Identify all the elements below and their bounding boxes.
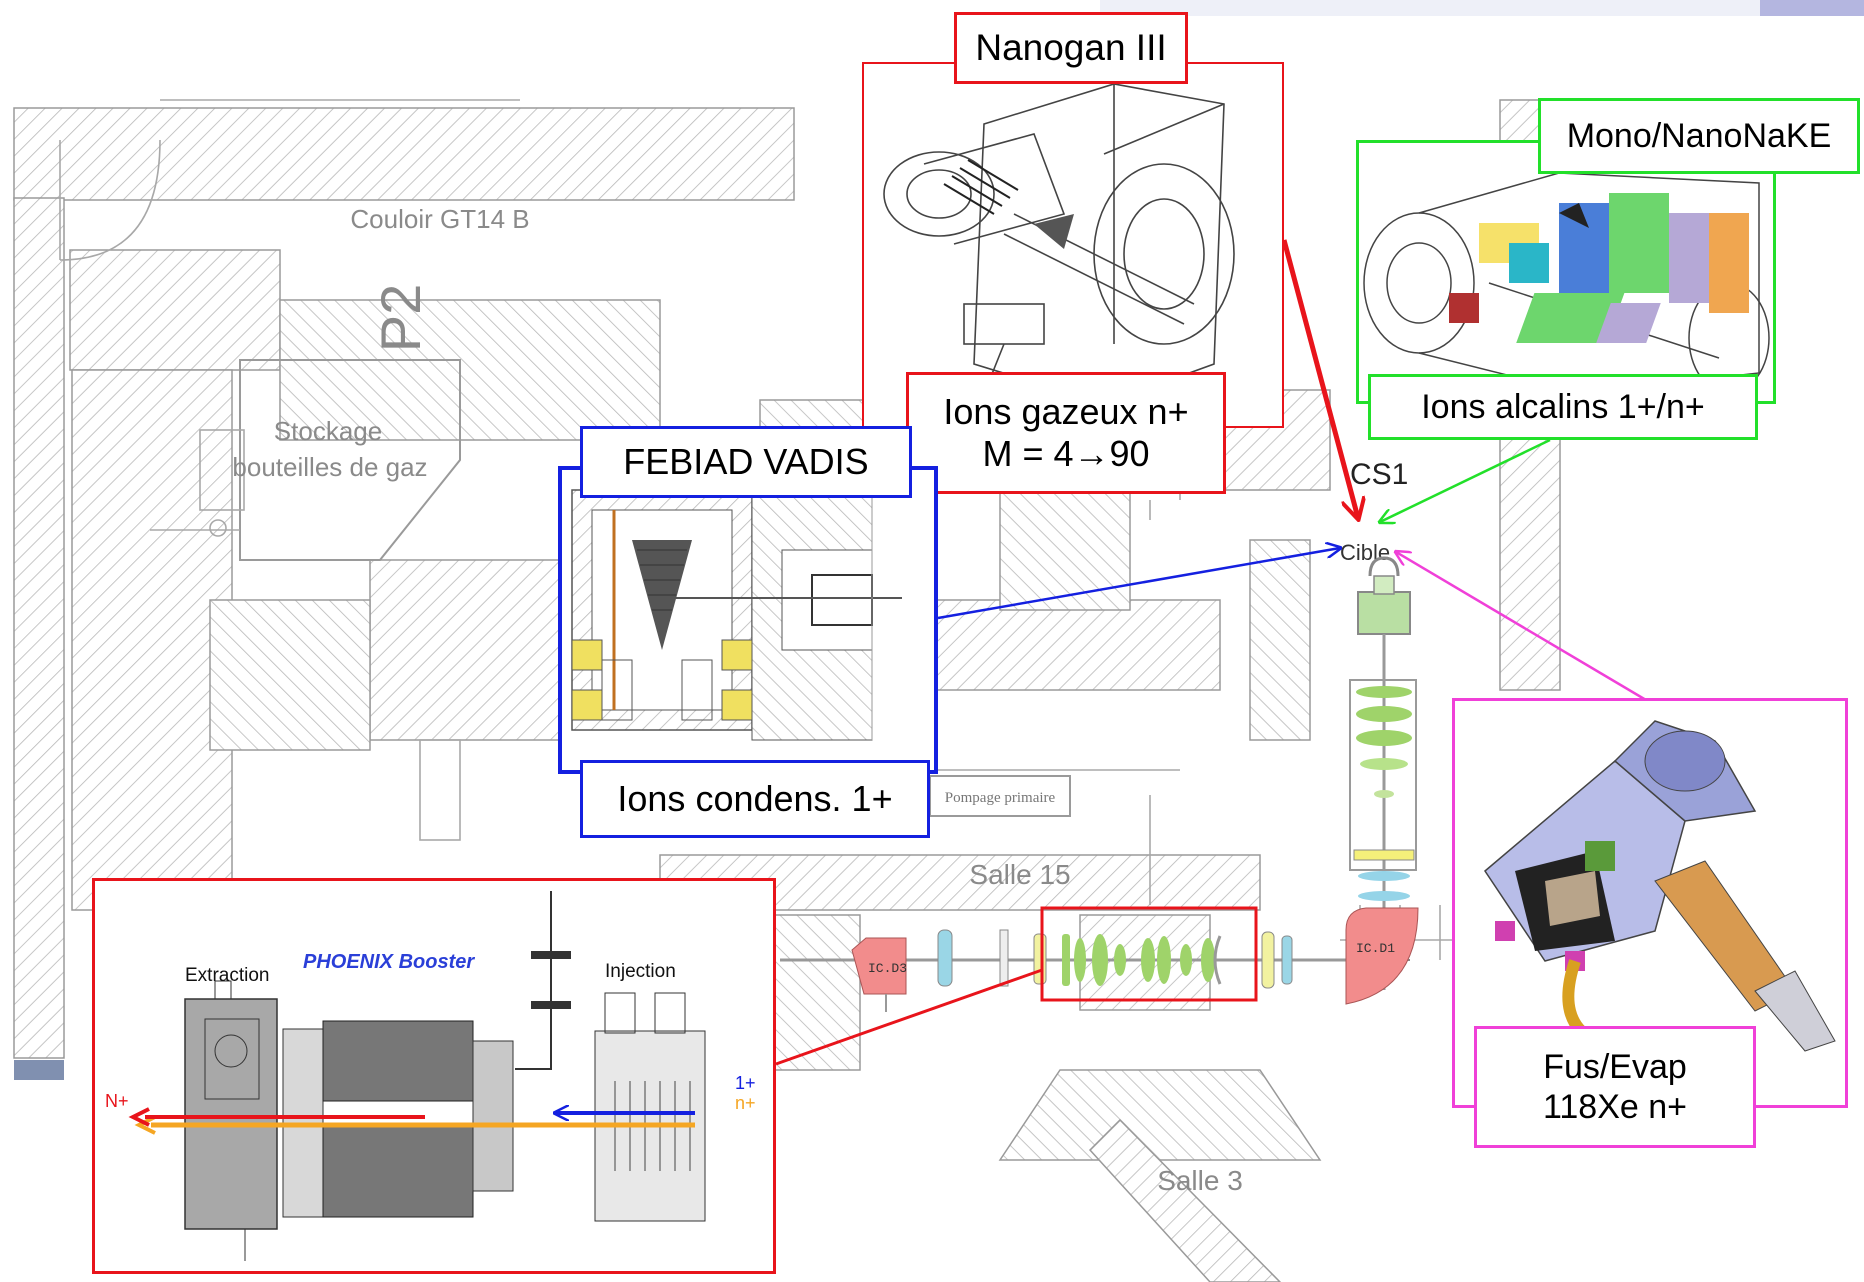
nanogan-arrow bbox=[1281, 239, 1358, 518]
p2-label: P2 bbox=[369, 284, 432, 353]
fusevap-desc-line2: 118Xe n+ bbox=[1542, 1088, 1687, 1126]
corridor-label: Couloir GT14 B bbox=[350, 204, 529, 234]
febiad-desc-text: Ions condens. 1+ bbox=[617, 777, 893, 819]
fusevap-description: Fus/Evap 118Xe n+ bbox=[1474, 1026, 1756, 1148]
febiad-arrow bbox=[937, 548, 1340, 620]
febiad-title: FEBIAD VADIS bbox=[580, 426, 912, 498]
mononanake-description: Ions alcalins 1+/n+ bbox=[1368, 374, 1758, 440]
cs1-label: CS1 bbox=[1350, 458, 1408, 491]
room3-label: Salle 3 bbox=[1157, 1165, 1243, 1196]
mononanake-title-text: Mono/NanoNaKE bbox=[1566, 116, 1832, 155]
mononanake-image-frame bbox=[1356, 140, 1776, 404]
nanogan-description: Ions gazeux n+ M = 4→90 bbox=[906, 372, 1226, 494]
booster-title: PHOENIX Booster bbox=[303, 951, 475, 973]
febiad-title-text: FEBIAD VADIS bbox=[623, 440, 869, 482]
booster-drawing bbox=[128, 891, 706, 1261]
booster-in-1plus-label: 1+ bbox=[735, 1073, 756, 1093]
fusevap-desc-line1: Fus/Evap bbox=[1543, 1047, 1687, 1086]
booster-out-Nplus-label: N+ bbox=[105, 1091, 129, 1111]
beamline: IC.D1 IC.D3 bbox=[780, 556, 1419, 1012]
booster-connector bbox=[775, 968, 1043, 1066]
booster-inset: PHOENIX Booster Extraction Injection 1+ … bbox=[92, 878, 776, 1274]
target-label: Cible bbox=[1340, 540, 1390, 565]
nanogan-desc-line1: Ions gazeux n+ bbox=[943, 390, 1189, 432]
plan-labels: Couloir GT14 B Stockage bouteilles de ga… bbox=[232, 204, 1408, 1196]
febiad-description: Ions condens. 1+ bbox=[580, 760, 930, 838]
booster-in-nplus-label: n+ bbox=[735, 1093, 756, 1113]
mononanake-drawing bbox=[1363, 172, 1770, 394]
storage-label-1: Stockage bbox=[274, 416, 382, 446]
dipole-d3-label: IC.D3 bbox=[868, 961, 907, 976]
booster-extraction-label: Extraction bbox=[185, 965, 270, 986]
mononanake-arrow bbox=[1380, 438, 1551, 522]
nanogan-title: Nanogan III bbox=[954, 12, 1188, 84]
dipole-d1-label: IC.D1 bbox=[1356, 941, 1395, 956]
nanogan-title-text: Nanogan III bbox=[975, 27, 1167, 69]
booster-location-box bbox=[1040, 906, 1258, 1002]
febiad-drawing bbox=[571, 479, 902, 741]
room15-label: Salle 15 bbox=[969, 859, 1070, 890]
booster-injection-label: Injection bbox=[605, 961, 676, 982]
mononanake-desc-text: Ions alcalins 1+/n+ bbox=[1421, 387, 1705, 426]
fusevap-drawing bbox=[1484, 720, 1836, 1083]
fusevap-arrow bbox=[1396, 552, 1647, 702]
pumping-label: Pompage primaire bbox=[945, 790, 1056, 806]
febiad-image-frame bbox=[558, 466, 938, 774]
mononanake-title: Mono/NanoNaKE bbox=[1538, 98, 1860, 174]
connectors bbox=[775, 239, 1647, 1066]
storage-label-2: bouteilles de gaz bbox=[232, 452, 427, 482]
walls bbox=[13, 99, 1561, 1282]
nanogan-desc-line2: M = 4→90 bbox=[982, 433, 1150, 474]
